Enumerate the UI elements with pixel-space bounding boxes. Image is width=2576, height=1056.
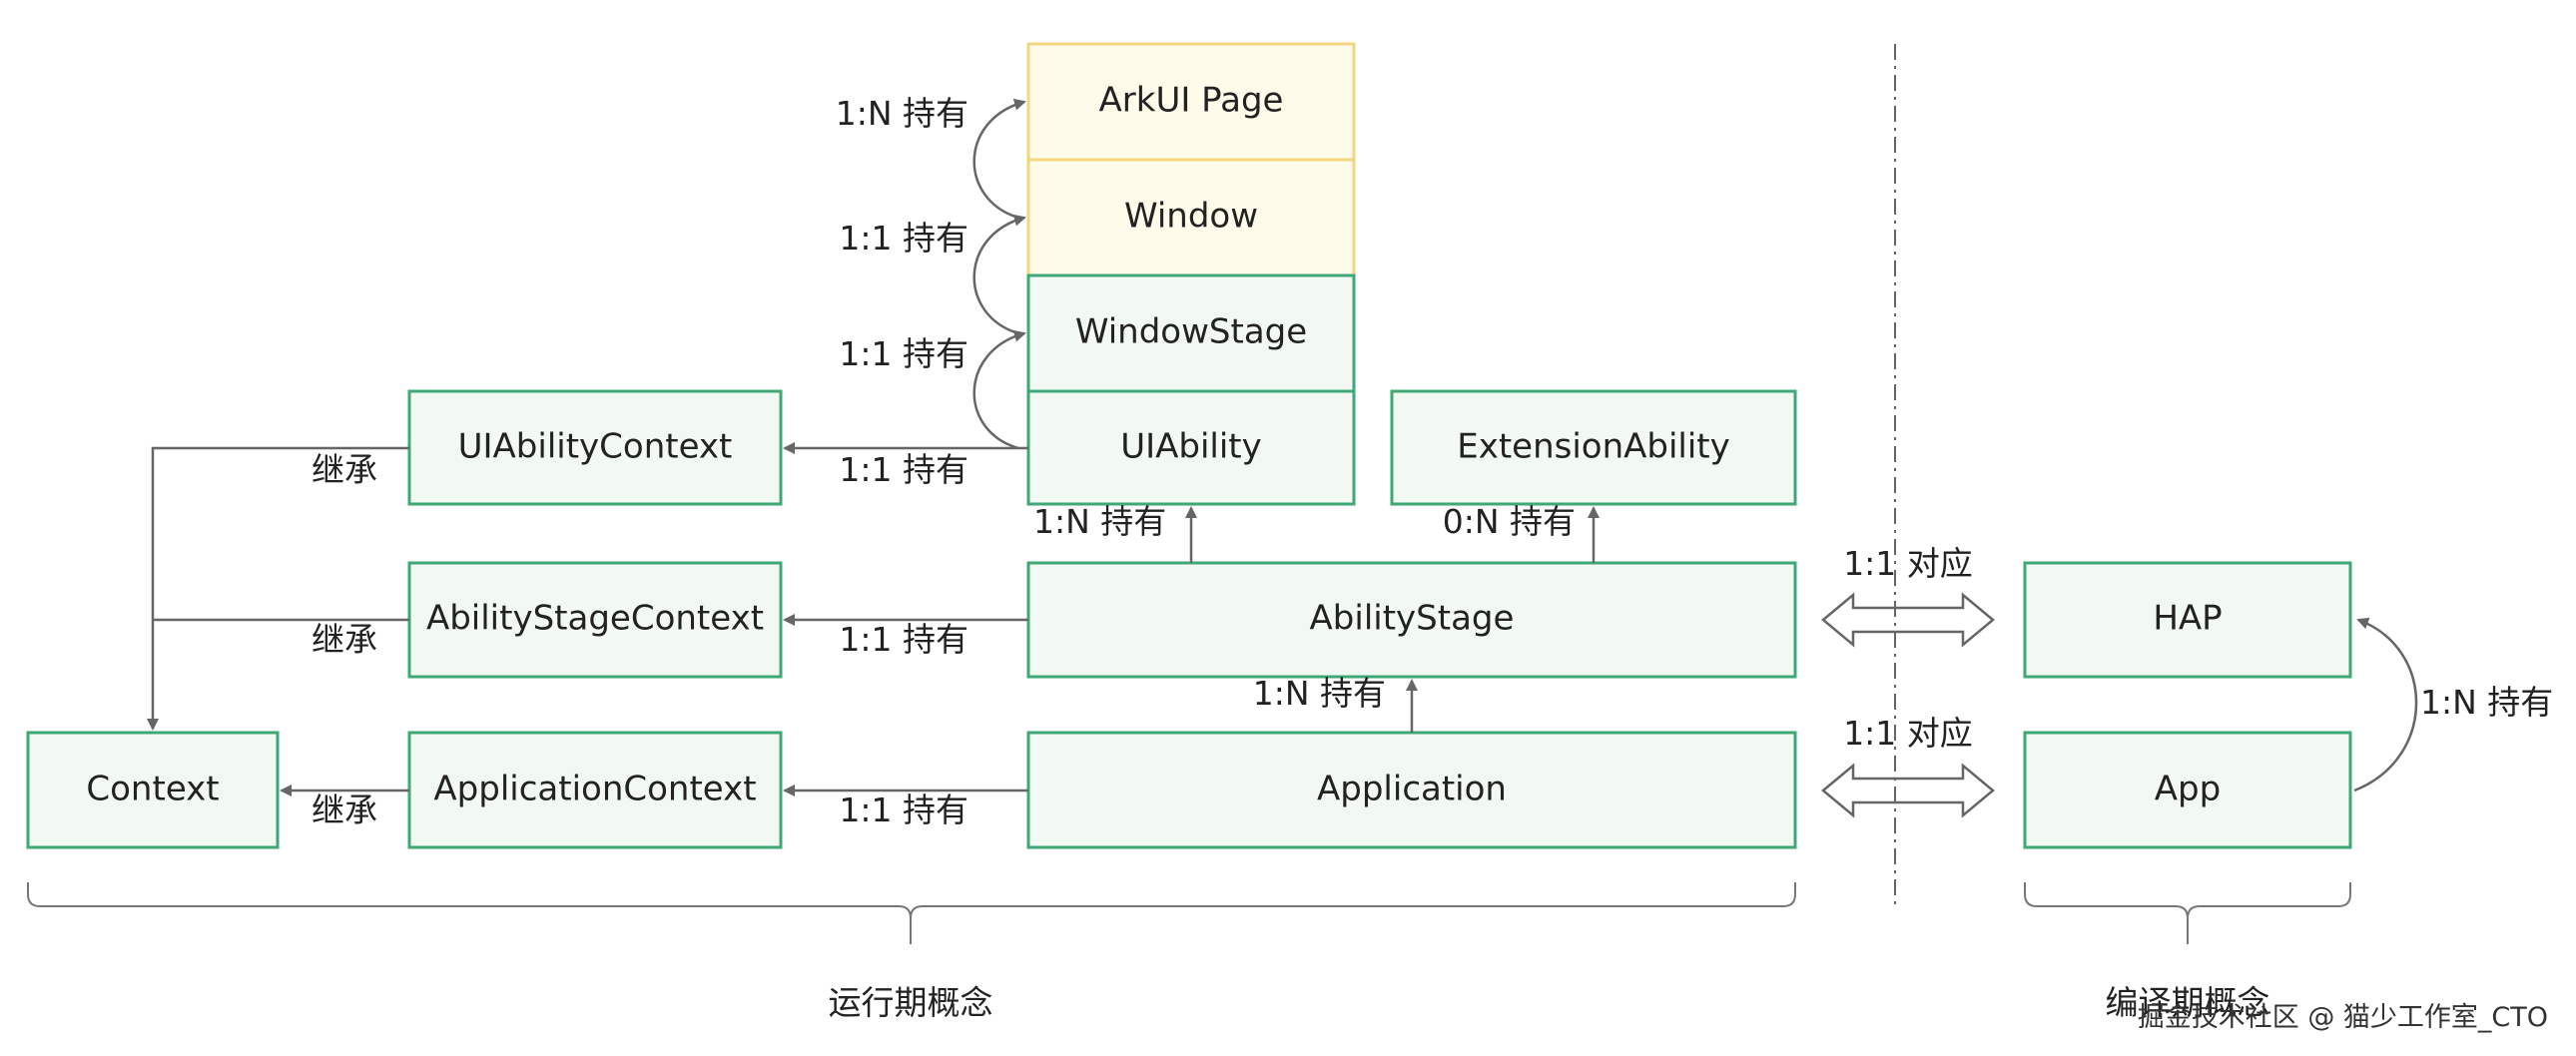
edge-label-stage-to-extension: 0:N 持有	[1443, 502, 1576, 541]
edge-label-page-hold: 1:N 持有	[836, 94, 968, 133]
node-label: Context	[86, 770, 219, 809]
edge-label-inherit-3: 继承	[312, 791, 377, 829]
edge-label-inherit-1: 继承	[312, 450, 377, 489]
node-label: Application	[1317, 770, 1507, 809]
node-ability-stage: AbilityStage	[1026, 561, 1797, 679]
node-label: UIAbility	[1120, 427, 1262, 467]
node-arkui-page: ArkUI Page	[1026, 42, 1356, 162]
map-arrow-app	[1821, 763, 1995, 818]
edge-label-inherit-2: 继承	[312, 620, 377, 659]
edge-window-to-page	[972, 98, 1026, 220]
group-label-runtime: 运行期概念	[829, 983, 993, 1022]
map-arrow-stage-hap	[1821, 592, 1995, 648]
watermark-text: 掘金技术社区 @ 猫少工作室_CTO	[2138, 1002, 2548, 1033]
edge-label-stage-hap-map: 1:1 对应	[1843, 544, 1973, 583]
edge-label-uiability-ctx-hold: 1:1 持有	[839, 450, 968, 489]
edge-uiability-to-windowstage	[972, 329, 1026, 450]
node-label: ApplicationContext	[433, 770, 756, 809]
group-label-compile: 编译期概念	[2106, 983, 2270, 1022]
node-app: App	[2023, 731, 2352, 849]
node-label: HAP	[2153, 599, 2222, 639]
edge-label-windowstage-hold: 1:1 持有	[839, 334, 968, 373]
node-hap: HAP	[2023, 561, 2352, 679]
node-label: ExtensionAbility	[1457, 427, 1730, 467]
node-label: UIAbilityContext	[458, 427, 733, 467]
node-application-context: ApplicationContext	[407, 731, 783, 849]
edge-label-app-hap-hold: 1:N 持有	[2420, 683, 2553, 722]
node-context: Context	[26, 731, 280, 849]
edge-label-app-ctx-hold: 1:1 持有	[839, 791, 968, 829]
node-label: AbilityStage	[1310, 599, 1515, 639]
node-window-stage: WindowStage	[1026, 273, 1356, 393]
edge-label-app-map: 1:1 对应	[1843, 714, 1973, 753]
edge-inherit-trunk	[147, 446, 409, 731]
edge-label-window-hold: 1:1 持有	[839, 219, 968, 258]
node-label: WindowStage	[1075, 312, 1307, 352]
node-extension-ability: ExtensionAbility	[1390, 389, 1797, 506]
runtime-brace	[27, 882, 1796, 944]
edge-app-to-hap	[2353, 617, 2418, 792]
node-ability-stage-context: AbilityStageContext	[407, 561, 783, 679]
edge-windowstage-to-window	[972, 214, 1026, 335]
node-application: Application	[1026, 731, 1797, 849]
node-window: Window	[1026, 158, 1356, 277]
node-label: ArkUI Page	[1099, 81, 1284, 121]
edge-label-stage-ctx-hold: 1:1 持有	[839, 620, 968, 659]
edge-label-app-to-stage: 1:N 持有	[1253, 674, 1386, 713]
node-label: AbilityStageContext	[426, 599, 764, 639]
node-uiability-context: UIAbilityContext	[407, 389, 783, 506]
node-label: Window	[1124, 197, 1258, 237]
edge-label-stage-to-uiability: 1:N 持有	[1033, 502, 1166, 541]
compile-brace	[2024, 882, 2351, 944]
node-uiability: UIAbility	[1026, 389, 1356, 506]
node-label: App	[2155, 770, 2221, 809]
